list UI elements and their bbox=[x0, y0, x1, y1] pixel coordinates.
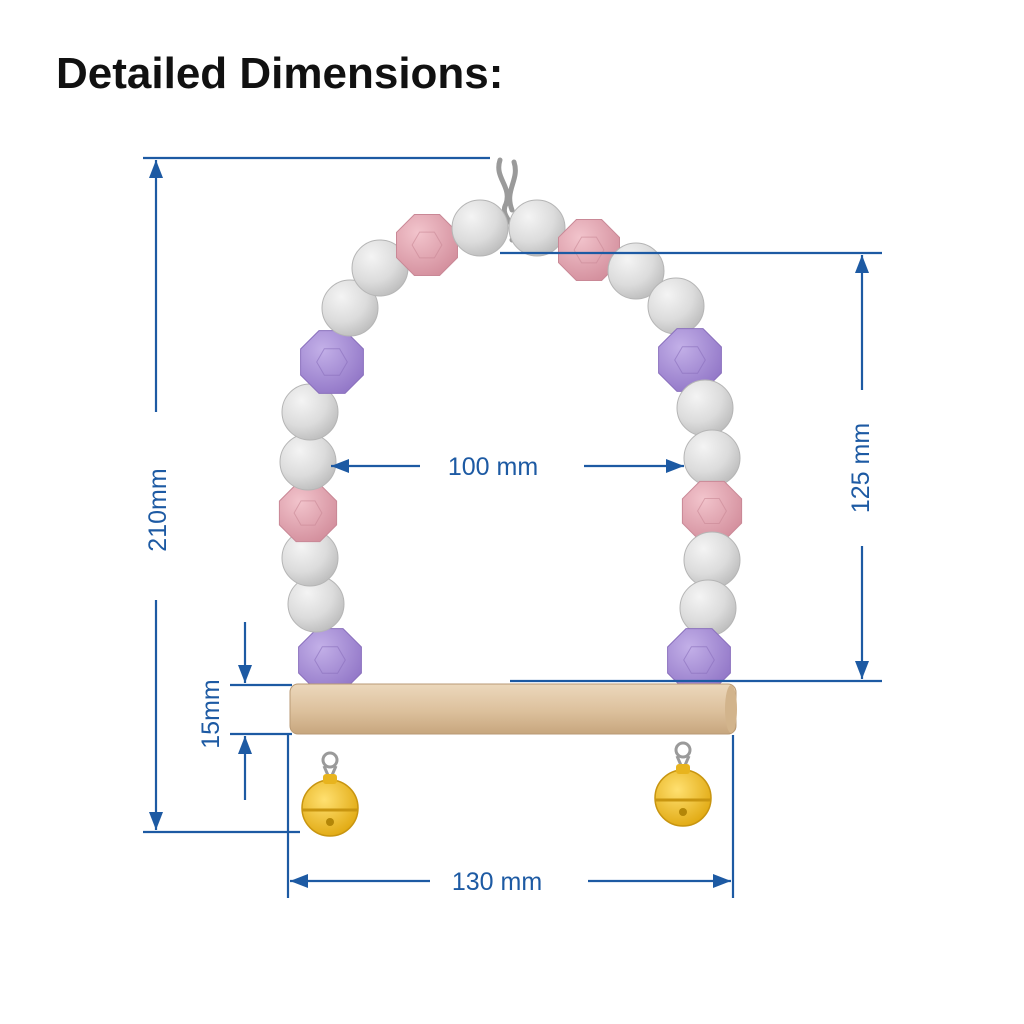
arrowhead bbox=[331, 459, 349, 473]
bell-icon bbox=[301, 741, 712, 837]
arrowhead bbox=[238, 736, 252, 754]
arrowhead bbox=[238, 665, 252, 683]
bead-white bbox=[676, 379, 734, 437]
arrowhead bbox=[855, 255, 869, 273]
inner-width-label: 100 mm bbox=[448, 453, 538, 481]
arrowhead bbox=[290, 874, 308, 888]
arch-height-label: 125 mm bbox=[847, 423, 875, 513]
bead-white bbox=[647, 277, 705, 335]
arrowhead bbox=[855, 661, 869, 679]
perch-thickness-label: 15mm bbox=[197, 679, 225, 748]
perch-width-label: 130 mm bbox=[452, 868, 542, 896]
bell bbox=[654, 741, 712, 827]
bead-pink bbox=[396, 214, 458, 276]
bell bbox=[301, 751, 359, 837]
arrowhead bbox=[149, 160, 163, 178]
bead-pink bbox=[558, 219, 620, 281]
bead-white bbox=[451, 199, 509, 257]
bead-white bbox=[508, 199, 566, 257]
bead-purple bbox=[300, 330, 364, 394]
arrowhead bbox=[149, 812, 163, 830]
bead-purple bbox=[298, 628, 362, 692]
bead-white bbox=[279, 433, 337, 491]
bead-arch bbox=[278, 199, 743, 692]
bead-pink bbox=[278, 483, 338, 543]
bead-white bbox=[321, 279, 379, 337]
wooden-perch bbox=[289, 683, 737, 735]
page-title: Detailed Dimensions: bbox=[56, 49, 504, 98]
total-height-label: 210mm bbox=[144, 468, 172, 551]
bead-white bbox=[679, 579, 737, 637]
bead-white bbox=[607, 242, 665, 300]
arrowhead bbox=[666, 459, 684, 473]
dimension-lines bbox=[143, 156, 882, 898]
bead-white bbox=[683, 531, 741, 589]
bead-white bbox=[683, 429, 741, 487]
arrowhead bbox=[713, 874, 731, 888]
